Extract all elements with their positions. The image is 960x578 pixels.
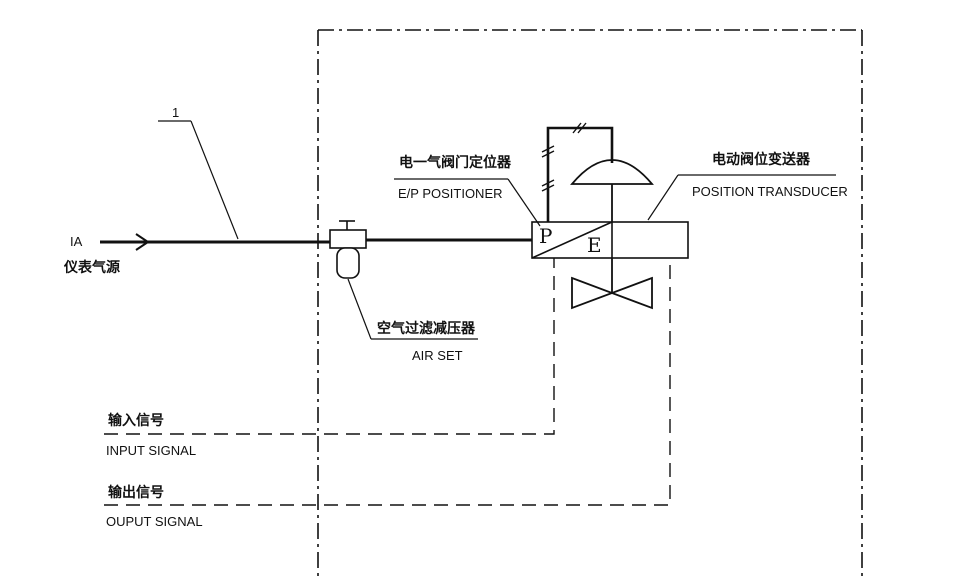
instrument-air-line <box>100 233 532 251</box>
output-signal-cn-label: 输出信号 <box>108 484 164 501</box>
output-signal-en-label: OUPUT SIGNAL <box>106 514 203 529</box>
equipment-boundary <box>317 29 863 578</box>
air-set-cn-label: 空气过滤减压器 <box>377 320 476 337</box>
air-set-filter-icon <box>329 220 367 279</box>
positioner-en-label: E/P POSITIONER <box>398 186 503 201</box>
positioner-leader <box>394 178 541 227</box>
transducer-en-label: POSITION TRANSDUCER <box>692 184 848 199</box>
callout-number: 1 <box>172 105 179 120</box>
valve-body-icon <box>571 276 653 310</box>
hash-marks <box>541 122 587 192</box>
actuator-diaphragm-icon <box>570 159 654 185</box>
pneumatic-output-line <box>546 126 614 222</box>
transducer-leader <box>647 174 836 221</box>
block-p-label: P <box>539 224 552 248</box>
block-e-label: E <box>587 233 602 257</box>
output-signal-line <box>104 258 671 506</box>
input-signal-cn-label: 输入信号 <box>108 412 164 429</box>
air-set-en-label: AIR SET <box>412 348 463 363</box>
callout-1-leader <box>158 120 239 240</box>
flow-arrow-icon <box>135 233 150 251</box>
ia-label: IA <box>70 234 83 249</box>
positioner-cn-label: 电一气阀门定位器 <box>399 154 512 171</box>
air-set-leader <box>347 278 478 340</box>
input-signal-line <box>104 258 555 435</box>
positioner-transducer-block <box>531 221 689 259</box>
ia-cn-label: 仪表气源 <box>63 259 120 276</box>
input-signal-en-label: INPUT SIGNAL <box>106 443 196 458</box>
transducer-cn-label: 电动阀位变送器 <box>712 151 811 168</box>
